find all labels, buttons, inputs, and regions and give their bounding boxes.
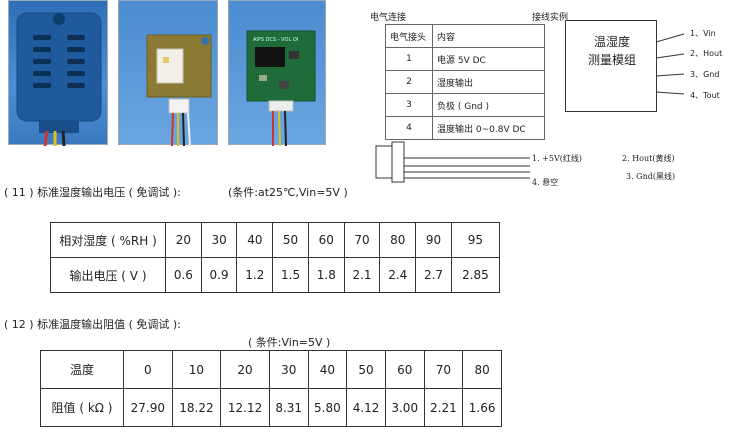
module-box: 温湿度 测量模组 <box>565 20 657 112</box>
table-cell: 1.8 <box>307 257 345 293</box>
table-row: 4 温度输出 0~0.8V DC <box>385 116 545 140</box>
table-cell: 20 <box>220 350 270 389</box>
table-cell: 2.4 <box>379 257 417 293</box>
pcb-front-illustration <box>146 34 212 147</box>
table-cell: 30 <box>268 350 309 389</box>
connector-label-2: 2. Hout(黄线) <box>622 154 675 163</box>
humidity-table: 相对湿度 ( %RH ) 20 30 40 50 60 70 80 90 95 … <box>50 222 501 293</box>
table-cell: 40 <box>236 222 274 258</box>
module-line2: 测量模组 <box>587 53 636 67</box>
connector-label-3: 3. Gnd(黑线) <box>626 172 676 181</box>
table-cell: 2.21 <box>423 388 464 427</box>
pcb-back-illustration <box>246 30 316 147</box>
wiring-pin: 2 <box>385 70 433 94</box>
sensor-housing-illustration <box>16 12 102 147</box>
table-cell: 2.85 <box>450 257 501 293</box>
pcb-front-photo <box>118 0 218 147</box>
wiring-table: 电气接头 内容 1 电源 5V DC 2 湿度输出 3 负极 ( Gnd ) 4… <box>385 24 545 140</box>
table-cell: 20 <box>165 222 202 258</box>
table-cell: 8.31 <box>268 388 309 427</box>
row-label: 温度 <box>40 350 124 389</box>
table-cell: 30 <box>200 222 238 258</box>
table-cell: 1.5 <box>272 257 309 293</box>
module-line1: 温湿度 <box>593 35 630 49</box>
pin-tout: 4、Tout <box>690 91 720 100</box>
pin-hout: 2、Hout <box>690 49 723 58</box>
table-cell: 12.12 <box>220 388 270 427</box>
table-cell: 1.2 <box>236 257 274 293</box>
humidity-condition: (条件:at25℃,Vin=5V ) <box>228 186 348 199</box>
table-cell: 95 <box>450 222 501 258</box>
table-row: 温度 0 10 20 30 40 50 60 70 80 <box>40 350 502 389</box>
connector-label-1: 1. +5V(红线) <box>532 154 582 163</box>
wiring-title: 电气连接 <box>370 13 407 23</box>
table-cell: 40 <box>307 350 348 389</box>
table-cell: 3.00 <box>384 388 425 427</box>
sensor-housing-photo <box>8 0 108 147</box>
pin-gnd: 3、Gnd <box>690 70 720 79</box>
table-cell: 0 <box>123 350 173 389</box>
module-pin-lines <box>656 33 685 95</box>
table-cell: 2.7 <box>415 257 452 293</box>
table-cell: 90 <box>415 222 452 258</box>
table-cell: 50 <box>346 350 386 389</box>
pcb-back-photo: AIPS DCS - VOL OI <box>228 0 326 147</box>
wiring-header-row: 电气接头 内容 <box>385 24 545 48</box>
table-cell: 1.66 <box>462 388 502 427</box>
row-label: 相对湿度 ( %RH ) <box>50 222 166 258</box>
table-cell: 60 <box>384 350 425 389</box>
wiring-header-pin: 电气接头 <box>385 24 433 48</box>
wiring-header-content: 内容 <box>432 24 545 48</box>
connector-label-4: 4. 悬空 <box>532 178 559 187</box>
wiring-content: 温度输出 0~0.8V DC <box>432 116 545 140</box>
table-cell: 70 <box>343 222 381 258</box>
table-cell: 4.12 <box>346 388 386 427</box>
table-cell: 80 <box>462 350 502 389</box>
table-cell: 70 <box>423 350 464 389</box>
temp-condition: ( 条件:Vin=5V ) <box>248 336 331 349</box>
row-label: 输出电压 ( V ) <box>50 257 166 293</box>
wiring-content: 负极 ( Gnd ) <box>432 93 545 117</box>
board-label: AIPS DCS - VOL OI <box>253 37 299 43</box>
wiring-content: 湿度输出 <box>432 70 545 94</box>
table-cell: 5.80 <box>307 388 348 427</box>
table-cell: 27.90 <box>123 388 173 427</box>
table-row: 相对湿度 ( %RH ) 20 30 40 50 60 70 80 90 95 <box>50 222 501 258</box>
temp-section-title: ( 12 ) 标准温度输出阻值 ( 免调试 ): <box>4 318 181 331</box>
row-label: 阻值 ( kΩ ) <box>40 388 124 427</box>
table-row: 1 电源 5V DC <box>385 47 545 71</box>
connector-drawing <box>375 141 530 183</box>
table-cell: 60 <box>307 222 345 258</box>
table-cell: 50 <box>272 222 309 258</box>
table-cell: 0.6 <box>165 257 202 293</box>
pin-vin: 1、Vin <box>690 29 716 38</box>
table-cell: 18.22 <box>171 388 222 427</box>
table-row: 输出电压 ( V ) 0.6 0.9 1.2 1.5 1.8 2.1 2.4 2… <box>50 257 501 293</box>
wiring-pin: 4 <box>385 116 433 140</box>
wiring-pin: 1 <box>385 47 433 71</box>
table-cell: 0.9 <box>200 257 238 293</box>
wiring-pin: 3 <box>385 93 433 117</box>
table-cell: 10 <box>171 350 222 389</box>
wiring-content: 电源 5V DC <box>432 47 545 71</box>
temperature-table: 温度 0 10 20 30 40 50 60 70 80 阻值 ( kΩ ) 2… <box>40 350 502 427</box>
humidity-section-title: ( 11 ) 标准湿度输出电压 ( 免调试 ): <box>4 186 181 199</box>
table-cell: 2.1 <box>343 257 381 293</box>
example-title: 接线实例 <box>532 13 569 23</box>
table-row: 2 湿度输出 <box>385 70 545 94</box>
table-row: 3 负极 ( Gnd ) <box>385 93 545 117</box>
table-row: 阻值 ( kΩ ) 27.90 18.22 12.12 8.31 5.80 4.… <box>40 388 502 427</box>
table-cell: 80 <box>379 222 417 258</box>
